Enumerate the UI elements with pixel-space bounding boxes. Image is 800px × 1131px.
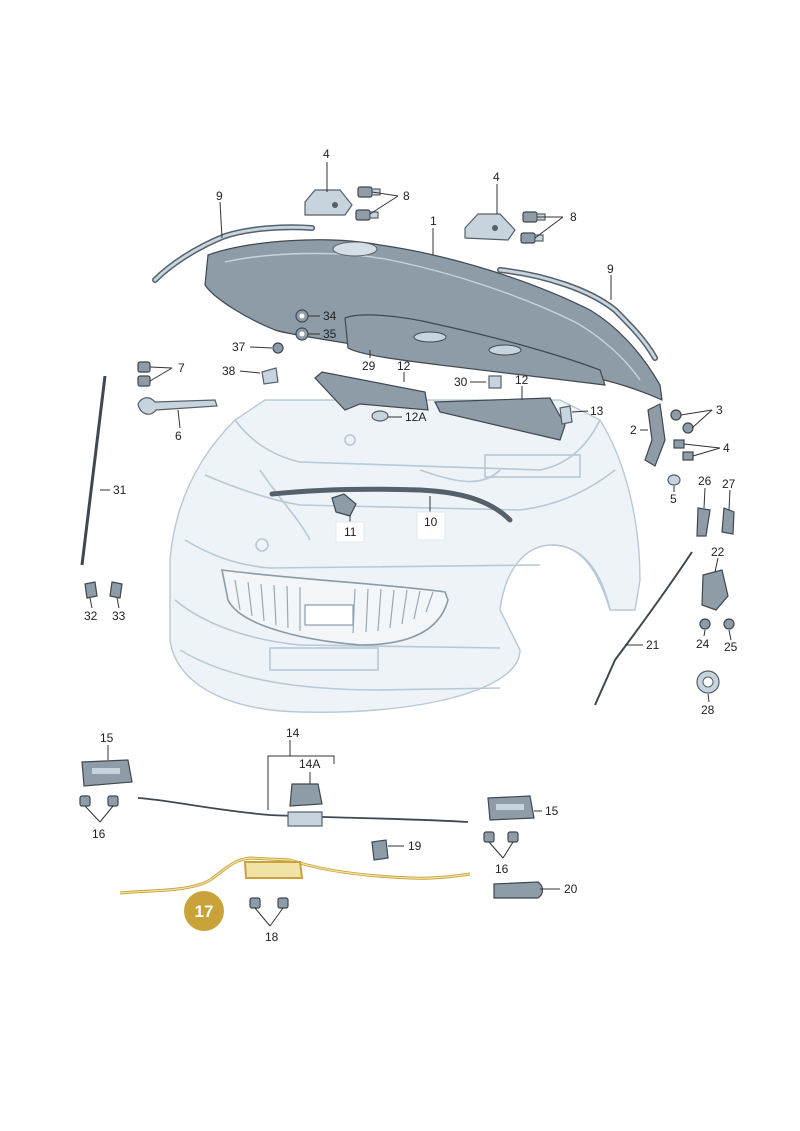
cable-17-highlighted (119, 856, 471, 895)
callout-1: 1 (430, 214, 437, 228)
callout-27: 27 (722, 477, 736, 491)
callout-35: 35 (323, 327, 337, 341)
callout-12a: 12 (397, 359, 411, 373)
bolts-18 (249, 897, 289, 909)
part-12A (371, 410, 389, 422)
callout-4c: 4 (723, 441, 730, 455)
label-box-10 (416, 511, 446, 541)
callout-22: 22 (711, 545, 725, 559)
callout-38: 38 (222, 364, 236, 378)
latch-15-right (487, 795, 535, 821)
callout-11: 11 (344, 525, 357, 539)
part-24 (699, 618, 711, 630)
callout-4a: 4 (323, 147, 330, 161)
part-33 (109, 581, 123, 599)
part-27 (721, 507, 735, 535)
rod-21 (594, 551, 693, 706)
callout-17: 17 (195, 902, 214, 921)
callout-33: 33 (112, 609, 126, 623)
seal-right-inner (498, 268, 657, 360)
insulation (344, 314, 606, 386)
callout-29: 29 (362, 359, 376, 373)
bolts-7 (137, 361, 151, 387)
callout-16a: 16 (92, 827, 106, 841)
callout-2: 2 (630, 423, 637, 437)
callout-31: 31 (113, 483, 127, 497)
callout-21: 21 (646, 638, 660, 652)
right-fasteners (667, 409, 694, 486)
callout-12b: 12 (515, 373, 529, 387)
callout-4b: 4 (493, 170, 500, 184)
callout-15a: 15 (100, 731, 114, 745)
part-28 (696, 670, 720, 694)
strut-31 (80, 375, 107, 566)
callout-5: 5 (670, 492, 677, 506)
part-37 (272, 342, 284, 354)
callout-37: 37 (232, 340, 246, 354)
part-11 (331, 493, 357, 517)
part-30 (488, 375, 502, 389)
callout-14: 14 (286, 726, 300, 740)
part-32 (84, 581, 98, 599)
hinge-arm-6 (137, 397, 218, 415)
part-38 (261, 367, 279, 385)
part-26 (696, 507, 711, 537)
part-13 (559, 405, 573, 425)
callout-24: 24 (696, 637, 710, 651)
callout-14A: 14A (299, 757, 320, 771)
callout-6: 6 (175, 429, 182, 443)
callout-25: 25 (724, 640, 738, 654)
callout-34: 34 (323, 309, 337, 323)
part-2 (644, 403, 666, 467)
latch-15-left (81, 759, 133, 787)
callout-8b: 8 (570, 210, 577, 224)
callout-20: 20 (564, 882, 578, 896)
cowl-left (314, 371, 429, 411)
callout-labels: 1 2 3 4 4 4 5 6 7 8 8 9 9 10 11 12 12 12… (84, 147, 738, 944)
callout-30: 30 (454, 375, 468, 389)
part-22 (701, 569, 729, 611)
cable-14 (137, 797, 469, 823)
cowl-right (434, 397, 566, 441)
hinge-left (304, 189, 353, 216)
callout-17-badge: 17 (184, 891, 224, 931)
part-19 (371, 839, 389, 861)
callout-8a: 8 (403, 189, 410, 203)
callout-32: 32 (84, 609, 98, 623)
callout-15b: 15 (545, 804, 559, 818)
callout-10: 10 (424, 515, 438, 529)
callout-26: 26 (698, 474, 712, 488)
grille (220, 569, 449, 646)
callout-16b: 16 (495, 862, 509, 876)
seal-10 (269, 486, 513, 523)
part-25 (723, 618, 735, 630)
callout-3: 3 (716, 403, 723, 417)
callout-13: 13 (590, 404, 604, 418)
bolts-16-left (79, 795, 119, 807)
bolts-8-left (355, 186, 381, 221)
label-box-11 (335, 521, 365, 543)
bolts-16-right (483, 831, 519, 843)
callout-12A: 12A (405, 410, 426, 424)
handle-20 (493, 881, 544, 899)
callout-18: 18 (265, 930, 279, 944)
callout-28: 28 (701, 703, 715, 717)
callout-9a: 9 (216, 189, 223, 203)
callout-9b: 9 (607, 262, 614, 276)
hinge-right (464, 213, 516, 241)
seal-left-inner (153, 225, 314, 282)
car-body (169, 399, 641, 713)
leader-lines (84, 162, 732, 927)
part-14A (287, 783, 323, 827)
callout-19: 19 (408, 839, 422, 853)
parts-34-35 (295, 309, 309, 341)
callout-7: 7 (178, 361, 185, 375)
